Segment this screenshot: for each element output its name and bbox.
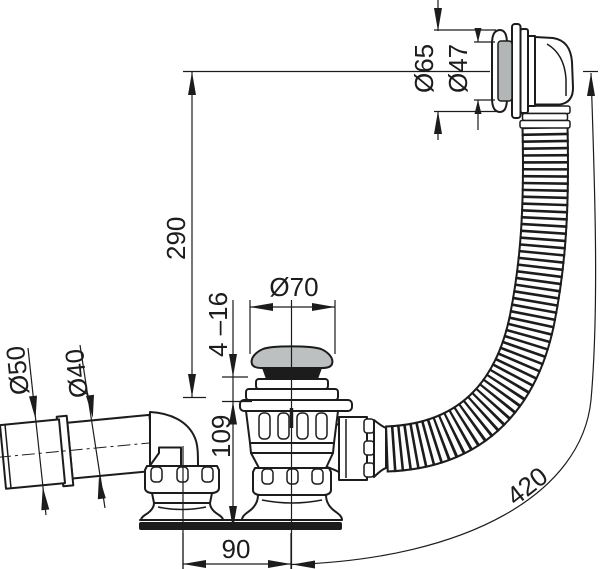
- dimension-dia50: Ø50: [0, 344, 50, 516]
- dim-label-dia47: Ø47: [443, 44, 473, 93]
- dimension-290: 290: [161, 72, 206, 399]
- dimension-90: 90: [182, 533, 292, 569]
- dim-label-dia50: Ø50: [0, 344, 35, 396]
- nut-slot: [286, 468, 299, 485]
- base-plate: [139, 519, 342, 530]
- hose-end-ring: [519, 119, 571, 129]
- strainer-slot: [296, 412, 309, 440]
- nut-slot: [311, 468, 324, 485]
- trap-elbow: [149, 411, 199, 467]
- hose-end-ring: [521, 112, 569, 122]
- dimension-dia47: Ø47: [443, 28, 495, 130]
- overflow-elbow: [491, 23, 574, 129]
- dim-label-290: 290: [161, 217, 191, 260]
- skirt-curve: [157, 506, 207, 511]
- strainer-slot: [258, 412, 271, 440]
- corrugated-hose: [384, 125, 569, 473]
- connector-tab: [363, 462, 375, 478]
- connector-tab: [363, 418, 375, 434]
- dimension-dia70: Ø70: [249, 272, 336, 354]
- dim-label-4-16: 4 –16: [203, 292, 233, 357]
- flange-ring: [519, 28, 529, 114]
- dimension-4-16-and-109: 4 –16 109: [203, 292, 252, 529]
- nut-slot: [261, 468, 274, 485]
- strainer-slot: [315, 412, 328, 440]
- drain-flange: [239, 399, 353, 412]
- dim-label-dia65: Ø65: [409, 44, 439, 93]
- base-plate-bar: [139, 522, 342, 530]
- pipe-centerline: [0, 440, 167, 458]
- dim-label-dia40: Ø40: [59, 347, 94, 399]
- dim-label-109: 109: [206, 415, 236, 458]
- nut-slot: [201, 466, 214, 483]
- dim-label-90: 90: [222, 534, 251, 564]
- flange-ring: [511, 23, 522, 119]
- dim-label-420: 420: [501, 461, 554, 511]
- dim-label-dia70: Ø70: [269, 272, 318, 302]
- strainer-slot: [277, 412, 290, 440]
- trap-unit: [140, 411, 224, 521]
- hose-connector-nut: [338, 416, 368, 481]
- trap-neck: [151, 492, 213, 504]
- outlet-pipe: [0, 413, 167, 490]
- elbow-body: [534, 36, 574, 106]
- elbow-inner-curve: [546, 43, 567, 96]
- connector-collar: [373, 419, 387, 478]
- drain-assembly: [239, 345, 387, 521]
- nut-slot: [150, 466, 163, 483]
- dimension-dia65: Ø65: [409, 0, 496, 140]
- overflow-gasket: [497, 40, 513, 102]
- trap-ledge: [148, 446, 182, 468]
- connector-tab: [363, 440, 375, 456]
- dimension-dia40: Ø40: [59, 344, 106, 509]
- trap-skirt: [140, 502, 224, 521]
- elbow-collar: [527, 35, 536, 107]
